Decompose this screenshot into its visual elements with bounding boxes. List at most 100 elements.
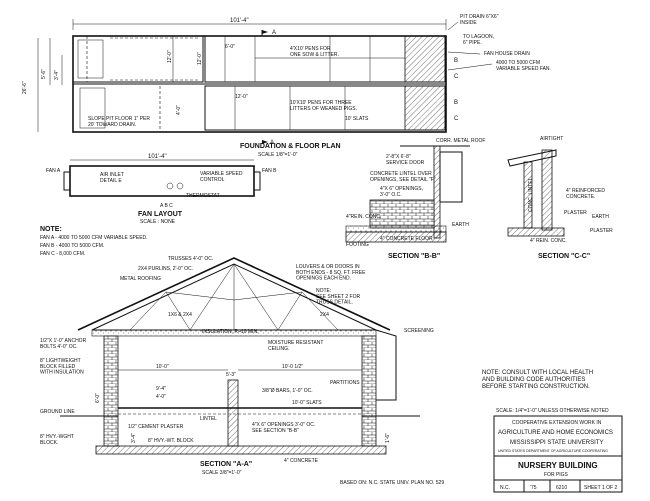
title-state: N.C.: [500, 485, 510, 491]
section-c-plaster-2: PLASTER: [590, 228, 613, 234]
plan-dim-c-2: 12'-0": [197, 52, 203, 65]
section-a-purlins: 2X4 PURLINS, 2'-0" OC.: [138, 266, 193, 272]
plan-dim-c: 12'-0": [235, 94, 248, 100]
fan-labels-abc: A B C: [160, 203, 173, 209]
title-block: SCALE: 1/4"=1'-0" UNLESS OTHERWISE NOTED…: [493, 408, 623, 493]
plan-fan-house-drain: FAN HOUSE DRAIN: [484, 51, 530, 57]
section-a-d5: 4'-0": [156, 394, 166, 400]
title-agriculture: AGRICULTURE AND HOME ECONOMICS: [498, 430, 613, 436]
title-for-pigs: FOR PIGS: [544, 472, 569, 478]
title-plan-no: 6210: [556, 485, 567, 491]
section-a-metal-roofing: METAL ROOFING: [120, 276, 161, 282]
section-b-floor: 4" CONCRETE FLOOR: [380, 236, 433, 242]
title-building: NURSERY BUILDING: [518, 461, 598, 470]
section-c-conc-lintel: CONC. LINTEL: [528, 177, 534, 212]
title-university: MISSISSIPPI STATE UNIVERSITY: [510, 440, 603, 446]
plan-cut-b-1: B: [454, 58, 458, 64]
section-a-concrete: 4" CONCRETE: [284, 458, 319, 464]
fan-note-line-2: FAN B - 4000 TO 5000 CFM.: [40, 243, 104, 249]
floor-plan: 101'-4" 26'-6" 5'-6" 3'-4": [22, 14, 551, 158]
section-b-roof: CORR. METAL ROOF: [436, 138, 485, 144]
section-a-openings: 4"X 6" OPENINGS 3'-0" OC.SEE SECTION "B-…: [252, 422, 315, 434]
plan-left-width-2: 3'-4": [54, 70, 60, 80]
plan-title: FOUNDATION & FLOOR PLAN: [240, 143, 341, 150]
section-a-hvy-block-2: 8" HVY.-WT. BLOCK: [148, 438, 194, 444]
section-a-ground: GROUND LINE: [40, 409, 75, 415]
section-a-d4: 9'-4": [156, 386, 166, 392]
plan-slats: 10' SLATS: [345, 116, 369, 122]
plan-dim-a: 12'-0": [167, 50, 173, 63]
fan-b-right: FAN B: [262, 168, 277, 174]
section-a-d7: 6'-0": [95, 393, 101, 403]
fan-a-left: FAN A: [46, 168, 61, 174]
plan-scale: SCALE 1/8"=1'-0": [258, 152, 298, 158]
section-c-plaster: PLASTER: [564, 210, 587, 216]
fan-note: NOTE: FAN A - 4000 TO 5000 CFM VARIABLE …: [40, 226, 148, 257]
section-b-footing: FOOTING: [346, 242, 369, 248]
section-a-studs: 1X6 & 2X4: [168, 312, 192, 318]
pens-bottom: [159, 86, 346, 130]
section-b-rein-conc: 4"REIN. CONC.: [346, 214, 381, 220]
fan-note-line-1: FAN A - 4000 TO 5000 CFM VARIABLE SPEED.: [40, 235, 148, 241]
title-sheet: SHEET 1 OF 2: [584, 485, 617, 491]
plan-cut-a-bottom: A: [270, 140, 274, 146]
section-b-earth: EARTH: [452, 222, 469, 228]
section-a-cement-plaster: 1/2" CEMENT PLASTER: [128, 424, 184, 430]
section-a-2x4: 2X4: [320, 312, 329, 318]
section-c-earth: EARTH: [592, 214, 609, 220]
section-c-title: SECTION "C-C": [538, 253, 590, 260]
plan-cut-c-2: C: [454, 116, 459, 122]
section-a-a: 10'-0" 5'-3" 10'-0 1/2" 9'-4" 4'-0" 3'-4…: [40, 256, 434, 476]
pens-top: [77, 36, 405, 129]
fan-layout-length: 101'-4": [148, 154, 167, 160]
section-a-partitions: PARTITIONS: [330, 380, 360, 386]
fan-thermostat: THERMOSTAT: [186, 193, 220, 199]
section-a-slats: 10'-0" SLATS: [292, 400, 322, 406]
plan-to-lagoon: TO LAGOON,6" PIPE.: [463, 34, 494, 46]
section-a-scale: SCALE 3/8"=1'-0": [202, 470, 242, 476]
section-a-insulation: INSULATION, R=10 MIN.: [202, 329, 258, 335]
title-usda: UNITED STATES DEPARTMENT OF AGRICULTURE …: [498, 449, 608, 453]
title-extension: COOPERATIVE EXTENSION WORK IN: [512, 420, 602, 426]
section-a-d8: 1'-6": [385, 433, 391, 443]
section-a-screening: SCREENING: [404, 328, 434, 334]
plan-overall-width: 26'-6": [22, 81, 28, 94]
section-a-lintel: LINTEL: [200, 416, 217, 422]
based-on: BASED ON: N.C. STATE UNIV. PLAN NO. 529: [340, 480, 444, 486]
fan-layout-scale: SCALE : NONE: [140, 219, 176, 225]
plan-cut-b-2: B: [454, 100, 458, 106]
section-a-trusses: TRUSSES 4'-0" OC.: [168, 256, 213, 262]
section-a-d3: 10'-0 1/2": [282, 364, 303, 370]
fan-layout-title: FAN LAYOUT: [138, 211, 183, 218]
section-b-service-door: 2'-8"X 6'-8"SERVICE DOOR: [386, 154, 425, 166]
section-a-title: SECTION "A-A": [200, 461, 252, 468]
plan-dim-b: 6'-0": [225, 44, 235, 50]
fan-note-heading: NOTE:: [40, 226, 62, 233]
section-b-b: CORR. METAL ROOF 2'-8"X 6'-8"SERVICE DOO…: [345, 138, 485, 260]
plan-pit-drain: PIT DRAIN 6"X6"INSIDE: [460, 14, 499, 26]
title-scale: SCALE: 1/4"=1'-0" UNLESS OTHERWISE NOTED: [496, 408, 609, 414]
section-a-d6: 3'-4": [131, 433, 137, 443]
title-year: '75: [530, 485, 537, 491]
section-c-airtight: AIRTIGHT: [540, 136, 563, 142]
section-b-title: SECTION "B-B": [388, 253, 440, 260]
fan-note-line-3: FAN C - 8,000 CFM.: [40, 251, 85, 257]
section-a-d1: 10'-0": [156, 364, 169, 370]
section-c-rein-conc: 4" REIN. CONC.: [530, 238, 567, 244]
plan-overall-length: 101'-4": [230, 18, 249, 24]
